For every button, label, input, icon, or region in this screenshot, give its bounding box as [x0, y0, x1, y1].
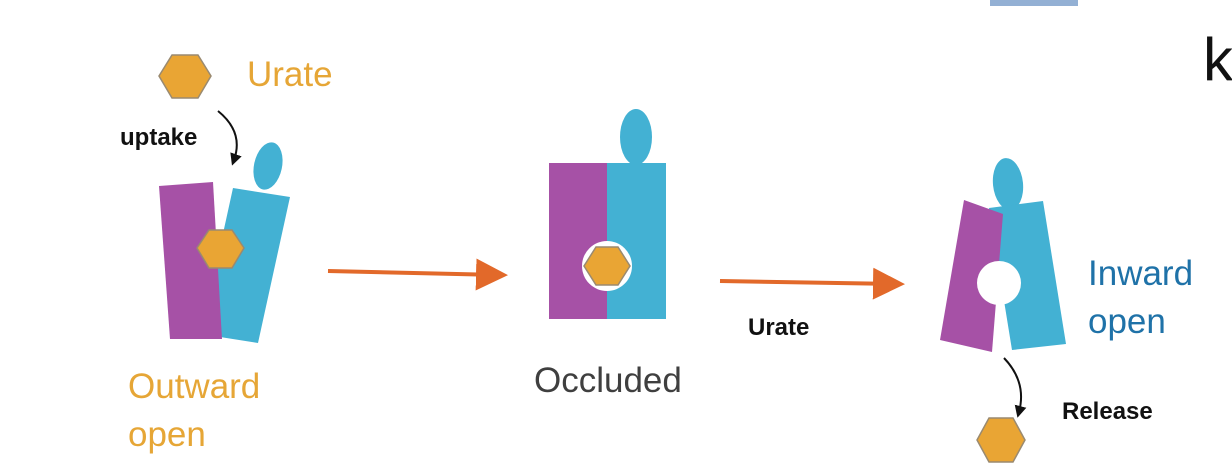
occluded-urate-hexagon [583, 246, 631, 286]
inward-open-label-line2: open [1088, 302, 1166, 341]
occluded-purple-domain [549, 163, 607, 319]
cutoff-letter: k [1203, 26, 1232, 93]
occluded-cyan-head [620, 109, 652, 165]
uptake-arrow [217, 110, 242, 166]
occluded-transporter [549, 109, 666, 319]
urate-label-top: Urate [247, 55, 333, 94]
outward-open-label-line1: Outward [128, 367, 260, 406]
inward-cyan-domain [989, 201, 1066, 350]
outward-purple-domain [159, 182, 222, 339]
transition-arrow-2 [719, 267, 905, 300]
occluded-label: Occluded [534, 361, 682, 400]
released-urate-hexagon [976, 417, 1026, 463]
inward-empty-pocket [977, 261, 1021, 305]
urate-hexagon-top [158, 54, 212, 99]
inward-open-transporter [940, 158, 1066, 352]
inward-purple-domain [940, 200, 1003, 352]
outward-cyan-head [253, 142, 283, 190]
outward-cyan-domain [201, 188, 290, 343]
inward-open-label-line1: Inward [1088, 254, 1193, 293]
release-arrow [1003, 357, 1027, 418]
occluded-cyan-domain [607, 163, 666, 319]
outward-open-label-line2: open [128, 415, 206, 454]
release-label: Release [1062, 398, 1153, 425]
transition-arrow-1 [327, 258, 508, 291]
inward-cyan-head [992, 158, 1024, 210]
cutoff-text-fragment [990, 0, 1078, 6]
outward-bound-urate-hexagon [196, 229, 245, 269]
uptake-label: uptake [120, 124, 197, 151]
outward-open-transporter [159, 142, 290, 343]
urate-label-arrow: Urate [748, 314, 809, 341]
